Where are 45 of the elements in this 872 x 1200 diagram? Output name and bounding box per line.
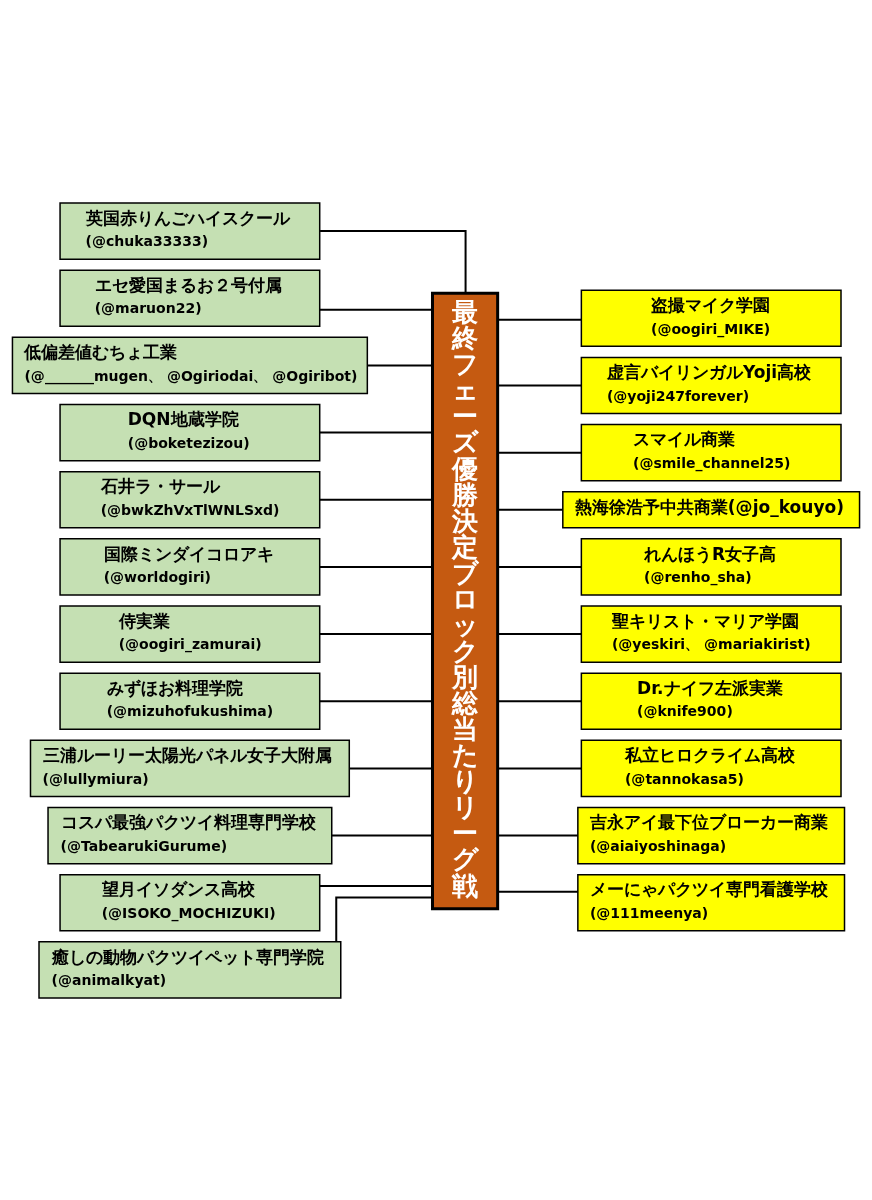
connector (318, 884, 434, 887)
node-box: 虚言バイリンガルYoji高校 (@yoji247forever) (580, 356, 842, 414)
node-box: 熱海徐浩予中共商業(@jo_kouyo) (562, 490, 861, 529)
connector (318, 498, 434, 501)
connector (318, 699, 434, 702)
node-box: 低偏差値むちょ工業 (@_______mugen、 @Ogiriodai、 @Ogiribot) (11, 336, 369, 394)
node-box: コスパ最強パクツイ料理専門学校 (@TabearukiGurume) (47, 806, 333, 864)
connector (335, 895, 434, 943)
node-box: スマイル商業 (@smile_channel25) (580, 423, 842, 481)
connector (348, 766, 434, 769)
node-box: DQN地蔵学院 (@boketezizou) (59, 403, 321, 461)
node-box: 三浦ルーリー太陽光パネル女子大附属 (@lullymiura) (29, 739, 351, 797)
node-box: 聖キリスト・マリア学園 (@yeskiri、 @mariakirist) (580, 604, 842, 663)
node-box: れんほうR女子高 (@renho_sha) (580, 537, 842, 596)
node-box: 私立ヒロクライム高校 (@tannokasa5) (580, 739, 842, 797)
node-box: 最終フェーズ優勝決定ブロック別総当たりリーグ戦 (431, 291, 500, 910)
connector (496, 632, 583, 635)
node-box: Dr.ナイフ左派実業 (@knife900) (580, 671, 842, 730)
connector (319, 229, 467, 294)
connector (330, 834, 434, 837)
node-box: 盗撮マイク学園 (@oogiri_MIKE) (580, 289, 842, 347)
connector (496, 383, 583, 386)
node-box: 吉永アイ最下位ブローカー商業 (@aiaiyoshinaga) (577, 806, 846, 864)
node-box: エセ愛国まるお２号付属 (@maruon22) (59, 268, 321, 327)
connector (496, 318, 583, 321)
node-box: 癒しの動物パクツイペット専門学院 (@animalkyat) (38, 940, 342, 999)
connector (318, 632, 434, 635)
connector (318, 431, 434, 434)
connector (496, 508, 564, 511)
node-box: 侍実業 (@oogiri_zamurai) (59, 604, 321, 663)
connector (496, 451, 583, 454)
node-box: 石井ラ・サール (@bwkZhVxTlWNLSxd) (59, 470, 321, 529)
connector (496, 565, 583, 568)
connector (318, 565, 434, 568)
connector (318, 308, 434, 311)
node-box: 国際ミンダイコロアキ (@worldogiri) (59, 537, 321, 596)
connector (496, 890, 579, 893)
connector (496, 834, 579, 837)
node-box: みずほお料理学院 (@mizuhofukushima) (59, 671, 321, 730)
connector (366, 363, 434, 366)
node-box: 英国赤りんごハイスクール (@chuka33333) (59, 201, 321, 260)
connector (496, 699, 583, 702)
node-box: メーにゃパクツイ専門看護学校 (@111meenya) (577, 873, 846, 932)
node-box: 望月イソダンス高校 (@ISOKO_MOCHIZUKI) (59, 873, 321, 932)
connector (496, 766, 583, 769)
